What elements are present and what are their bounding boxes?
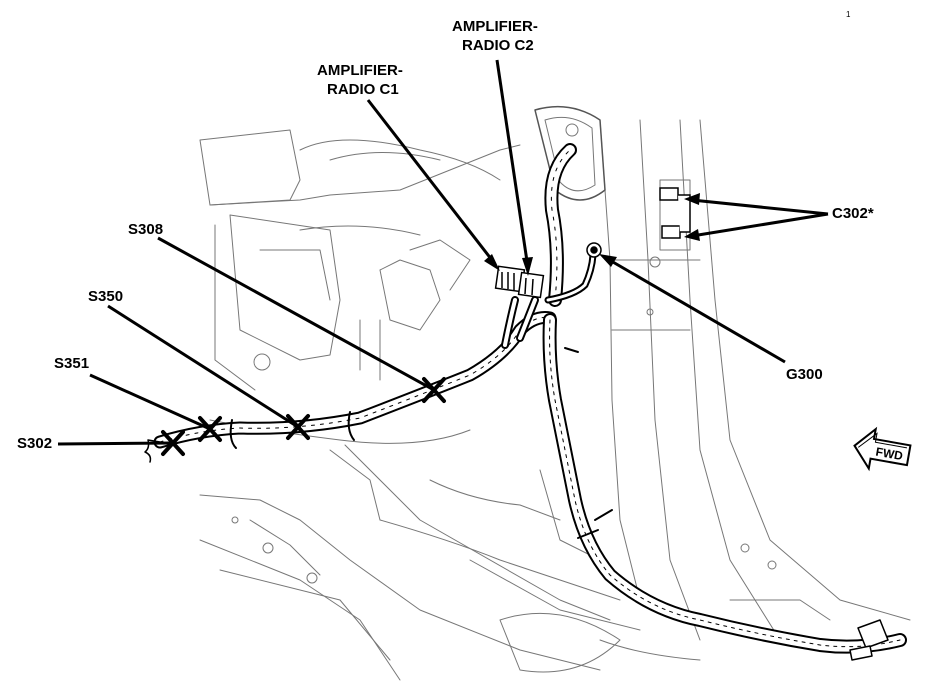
c302-connector xyxy=(659,187,691,239)
label-s350: S350 xyxy=(88,288,124,305)
leader-amp-c1 xyxy=(366,99,497,265)
arrowhead-amp-c1 xyxy=(484,254,500,271)
label-s308: S308 xyxy=(128,221,164,238)
label-s302: S302 xyxy=(17,435,53,452)
arrowhead-c302-b xyxy=(684,229,700,241)
leader-s350 xyxy=(107,304,299,429)
label-amplifier-radio-c1-line2: RADIO C1 xyxy=(327,81,399,98)
label-amplifier-radio-c1-line1: AMPLIFIER- xyxy=(317,62,403,79)
leader-s308 xyxy=(157,236,435,392)
wiring-harness xyxy=(144,143,907,661)
leader-g300 xyxy=(605,256,786,364)
arrowhead-g300 xyxy=(599,254,617,267)
label-c302: C302* xyxy=(832,205,874,222)
leader-s302 xyxy=(57,441,174,446)
leader-amp-c2 xyxy=(495,59,530,269)
label-amplifier-radio-c2-line2: RADIO C2 xyxy=(462,37,534,54)
leader-c302-b xyxy=(691,212,829,238)
leader-c302-a xyxy=(691,198,829,216)
arrowhead-c302-a xyxy=(684,193,700,205)
fwd-label: FWD xyxy=(875,445,905,464)
leader-lines xyxy=(57,59,829,446)
leader-s351 xyxy=(89,373,211,431)
label-g300: G300 xyxy=(786,366,823,383)
ground-terminal xyxy=(586,242,602,258)
amplifier-connectors xyxy=(494,265,545,299)
label-s351: S351 xyxy=(54,355,90,372)
page-number: 1 xyxy=(846,10,851,19)
fwd-arrow: FWD xyxy=(853,426,912,472)
arrowhead-amp-c2 xyxy=(522,257,533,276)
label-amplifier-radio-c2-line1: AMPLIFIER- xyxy=(452,18,538,35)
